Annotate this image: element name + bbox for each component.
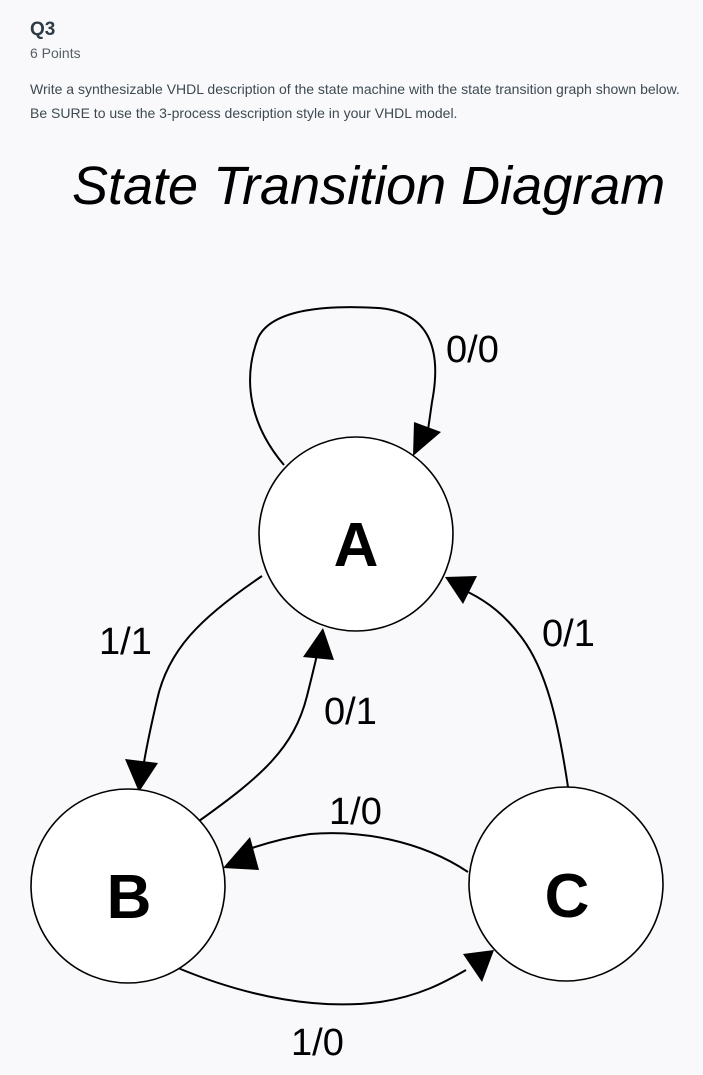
edge-label-c-to-a: 0/1: [542, 613, 595, 655]
edge-c-to-a: [467, 591, 569, 788]
state-c-node: [468, 786, 664, 982]
edge-c-to-b: [251, 832, 469, 873]
edge-label-b-to-a: 0/1: [324, 691, 377, 733]
edge-a-to-b: [142, 575, 263, 769]
arrowhead-a-to-a: [413, 422, 441, 456]
question-prompt: Write a synthesizable VHDL description o…: [30, 81, 680, 121]
question-number: Q3: [30, 19, 56, 40]
arrowhead-b-to-a: [303, 628, 334, 660]
edge-label-c-to-b: 1/0: [329, 791, 382, 833]
state-transition-diagram: State Transition Diagram A B C 0/0 1/1 0…: [0, 140, 703, 1075]
edge-a-to-a: [249, 306, 437, 466]
state-a-node: [258, 436, 454, 632]
arrowhead-b-to-c: [463, 950, 494, 982]
arrowhead-c-to-a: [445, 576, 477, 604]
state-b-node: [30, 788, 226, 984]
state-a-label: A: [334, 511, 379, 580]
question-points: 6 Points: [30, 45, 81, 61]
edge-b-to-a: [198, 649, 319, 822]
arrowhead-c-to-b: [223, 837, 259, 870]
edge-label-b-to-c: 1/0: [291, 1022, 344, 1064]
edge-b-to-c: [177, 967, 467, 1006]
diagram-canvas: State Transition Diagram A B C 0/0 1/1 0…: [30, 156, 665, 1064]
diagram-title: State Transition Diagram: [72, 156, 665, 216]
state-b-label: B: [107, 863, 152, 932]
edge-label-a-to-a: 0/0: [446, 329, 499, 371]
state-c-label: C: [545, 862, 590, 931]
arrowhead-a-to-b: [125, 759, 158, 792]
question-header: Q3 6 Points: [30, 18, 680, 62]
edge-label-a-to-b: 1/1: [99, 621, 152, 663]
